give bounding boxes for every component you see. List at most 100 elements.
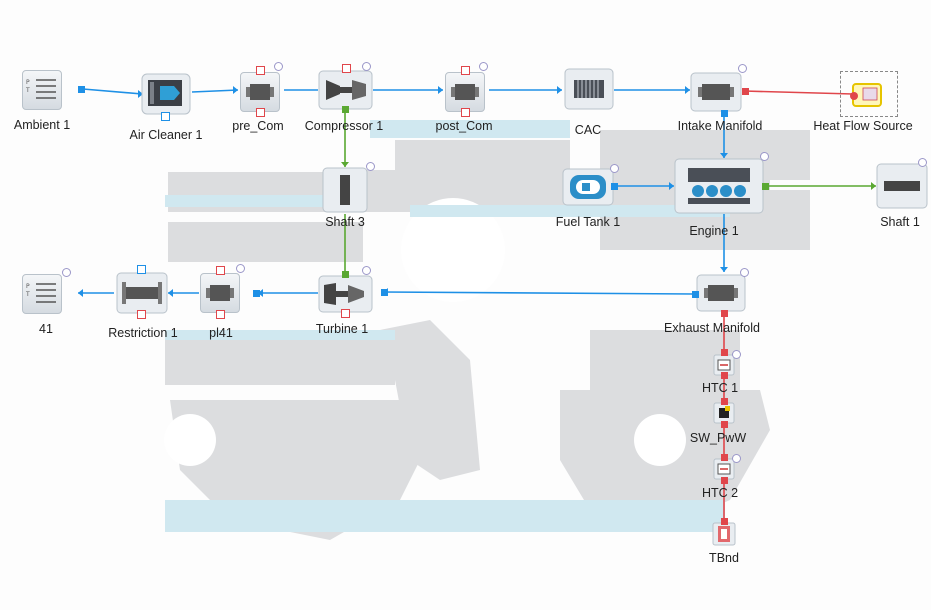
shaft-3-block[interactable] (322, 167, 368, 213)
compressor-1-shaft-port[interactable] (342, 106, 349, 113)
post-com-label: post_Com (435, 119, 493, 133)
exhaust-manifold-port-left[interactable] (692, 291, 699, 298)
shaft-1-hint (918, 158, 927, 167)
sw-pww-label: SW_PwW (689, 431, 747, 445)
compressor-1-port-top[interactable] (342, 64, 351, 73)
intake-manifold-block[interactable] (690, 72, 742, 112)
pre-com-hint (274, 62, 283, 71)
pl41-block[interactable] (200, 273, 240, 313)
charge-air-cooler-icon (564, 68, 614, 110)
compressor-1-label: Compressor 1 (304, 119, 384, 133)
tbnd-port-top[interactable] (721, 518, 728, 525)
post-com-port-top[interactable] (461, 66, 470, 75)
ambient-1-port[interactable] (78, 86, 85, 93)
intake-manifold-port-bottom[interactable] (721, 110, 728, 117)
cac-label: CAC (574, 123, 602, 137)
svg-text:P: P (26, 79, 30, 86)
post-com-port-bottom[interactable] (461, 108, 470, 117)
ambient-1-block[interactable]: P T (22, 70, 62, 110)
ambient-boundary-icon: P T (25, 283, 56, 303)
shaft-3-label: Shaft 3 (325, 215, 365, 229)
engine-1-hint (760, 152, 769, 161)
shaft-1-block[interactable] (876, 163, 928, 209)
intake-manifold-hint (738, 64, 747, 73)
intake-manifold-thermal-port[interactable] (742, 88, 749, 95)
tbnd-block[interactable] (712, 522, 736, 546)
restriction-icon (116, 272, 168, 314)
post-com-hint (479, 62, 488, 71)
exhaust-manifold-hint (740, 268, 749, 277)
intake-manifold-label: Intake Manifold (677, 119, 763, 133)
engine-1-shaft-port[interactable] (762, 183, 769, 190)
ambient-boundary-icon: P T (25, 79, 56, 99)
heat-flow-source-block[interactable] (840, 71, 898, 117)
sw-pww-port-bottom[interactable] (721, 421, 728, 428)
turbine-1-block[interactable] (318, 275, 373, 313)
fuel-tank-1-hint (610, 164, 619, 173)
air-cleaner-icon (141, 73, 191, 115)
svg-text:T: T (25, 291, 30, 298)
fuel-tank-1-port[interactable] (611, 183, 618, 190)
heat-source-icon (850, 83, 882, 107)
fuel-tank-1-label: Fuel Tank 1 (555, 215, 621, 229)
restriction-1-port-top[interactable] (137, 265, 146, 274)
tbnd-label: TBnd (709, 551, 739, 565)
post-com-block[interactable] (445, 72, 485, 112)
restriction-1-port-bottom[interactable] (137, 310, 146, 319)
htc-1-port-top[interactable] (721, 349, 728, 356)
air-cleaner-1-label: Air Cleaner 1 (129, 128, 203, 142)
compressor-1-block[interactable] (318, 70, 373, 110)
pl41-label: pl41 (209, 326, 233, 340)
pre-com-port-top[interactable] (256, 66, 265, 75)
manifold-icon (696, 274, 746, 312)
cac-block[interactable] (564, 68, 614, 110)
exhaust-manifold-block[interactable] (696, 274, 746, 312)
thermal-boundary-icon (712, 522, 736, 546)
air-cleaner-1-block[interactable] (140, 70, 192, 118)
fuel-tank-1-block[interactable] (562, 168, 614, 206)
pipe-volume-icon (451, 84, 479, 100)
turbine-1-port-bottom[interactable] (341, 309, 350, 318)
turbine-1-hint (362, 266, 371, 275)
htc-1-hint (732, 350, 741, 359)
boundary-41-hint (62, 268, 71, 277)
boundary-41-label: 41 (39, 322, 53, 336)
pre-com-port-bottom[interactable] (256, 108, 265, 117)
htc-2-port-bottom[interactable] (721, 477, 728, 484)
htc-2-hint (732, 454, 741, 463)
pre-com-block[interactable] (240, 72, 280, 112)
exhaust-manifold-label: Exhaust Manifold (664, 321, 760, 335)
pipe-volume-icon (206, 285, 234, 301)
turbine-icon (318, 275, 373, 313)
turbine-1-port-right[interactable] (381, 289, 388, 296)
boundary-41-block[interactable]: P T (22, 274, 62, 314)
pl41-port-top[interactable] (216, 266, 225, 275)
engine-1-block[interactable] (674, 158, 764, 214)
htc-2-label: HTC 2 (701, 486, 739, 500)
pl41-port-bottom[interactable] (216, 310, 225, 319)
htc-1-label: HTC 1 (701, 381, 739, 395)
restriction-1-block[interactable] (116, 272, 168, 314)
pre-com-label: pre_Com (232, 119, 284, 133)
heat-flow-source-label: Heat Flow Source (813, 119, 913, 133)
air-cleaner-1-port-bottom[interactable] (161, 112, 170, 121)
manifold-icon (690, 72, 742, 112)
sw-pww-port-top[interactable] (721, 398, 728, 405)
shaft-3-hint (366, 162, 375, 171)
compressor-icon (318, 70, 373, 110)
pl41-hint (236, 264, 245, 273)
pl41-port-right[interactable] (253, 290, 260, 297)
turbine-1-shaft-port[interactable] (342, 271, 349, 278)
svg-text:T: T (25, 87, 30, 94)
shaft-icon (322, 167, 368, 213)
exhaust-manifold-thermal-port[interactable] (721, 310, 728, 317)
htc-2-port-top[interactable] (721, 454, 728, 461)
shaft-icon (876, 163, 928, 209)
turbine-1-label: Turbine 1 (315, 322, 369, 336)
fuel-tank-icon (562, 168, 614, 206)
pipe-volume-icon (246, 84, 274, 100)
svg-text:P: P (26, 283, 30, 290)
htc-1-port-bottom[interactable] (721, 372, 728, 379)
